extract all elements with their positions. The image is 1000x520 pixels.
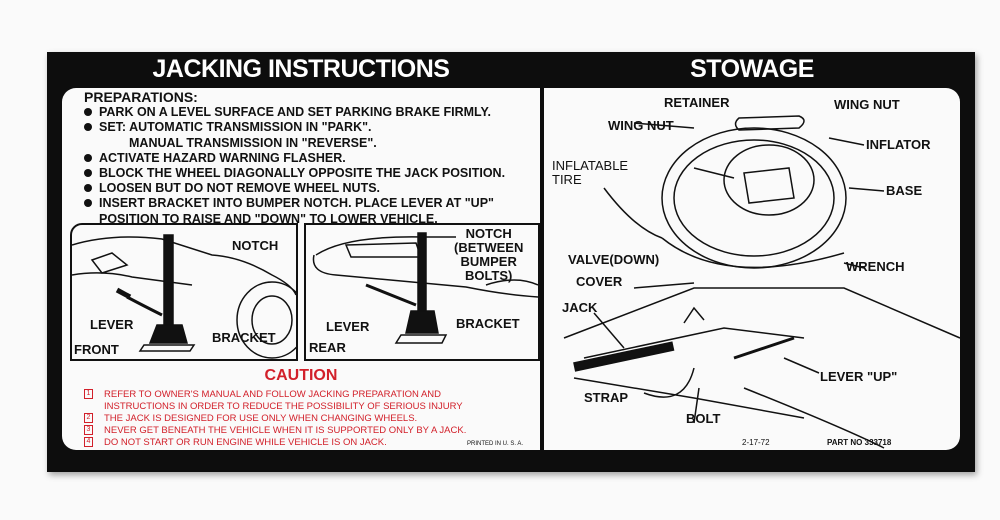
wing-nut-top-label: WING NUT <box>834 97 900 112</box>
jacking-panel: PREPARATIONS: PARK ON A LEVEL SURFACE AN… <box>62 88 540 450</box>
strap-label: STRAP <box>584 390 629 405</box>
wing-nut-label: WING NUT <box>608 118 674 133</box>
rear-car-illustration <box>312 232 538 344</box>
bracket-label: BRACKET <box>456 316 520 331</box>
step-continued: POSITION TO RAISE AND "DOWN" TO LOWER VE… <box>99 211 438 226</box>
preparations-heading: PREPARATIONS: <box>84 89 198 105</box>
inflatable-label: INFLATABLE <box>552 158 629 173</box>
wrench-label: WRENCH <box>846 259 905 274</box>
step: PARK ON A LEVEL SURFACE AND SET PARKING … <box>84 105 505 120</box>
printed-in-usa: PRINTED IN U. S. A. <box>467 441 524 447</box>
step: ACTIVATE HAZARD WARNING FLASHER. <box>84 151 505 166</box>
front-jacking-diagram: NOTCH LEVER BRACKET FRONT <box>70 223 298 361</box>
lever-label: LEVER <box>326 319 370 334</box>
valve-label: VALVE(DOWN) <box>568 252 660 267</box>
bullet-icon <box>84 184 92 193</box>
bullet-icon <box>84 153 92 162</box>
jacking-decal: JACKING INSTRUCTIONS STOWAGE PREPARATION… <box>47 52 975 472</box>
tire-label: TIRE <box>552 172 582 187</box>
rear-label: REAR <box>309 340 346 355</box>
retainer-label: RETAINER <box>664 95 730 110</box>
stowage-panel: RETAINER WING NUT WING NUT INFLATOR INFL… <box>544 88 960 450</box>
cover-label: COVER <box>576 274 623 289</box>
part-number: PART NO 333718 <box>827 438 892 447</box>
date-code: 2-17-72 <box>742 438 770 447</box>
bullet-icon <box>84 123 92 132</box>
bullet-icon <box>84 169 92 178</box>
base-label: BASE <box>886 183 923 198</box>
step: BLOCK THE WHEEL DIAGONALLY OPPOSITE THE … <box>84 166 505 181</box>
stowage-illustration <box>563 115 960 449</box>
jack-label: JACK <box>562 300 598 315</box>
bullet-icon <box>84 108 92 117</box>
jacking-title: JACKING INSTRUCTIONS <box>152 55 450 83</box>
bracket-label: BRACKET <box>212 330 276 345</box>
front-label: FRONT <box>74 342 119 357</box>
inflator-label: INFLATOR <box>866 137 931 152</box>
stowage-title: STOWAGE <box>690 55 814 83</box>
step: INSERT BRACKET INTO BUMPER NOTCH. PLACE … <box>84 196 505 211</box>
lever-up-label: LEVER "UP" <box>820 369 898 384</box>
rear-jacking-diagram: NOTCH (BETWEEN BUMPER BOLTS) LEVER BRACK… <box>304 223 540 361</box>
step-continued: MANUAL TRANSMISSION IN "REVERSE". <box>129 135 377 150</box>
front-car-illustration <box>72 234 296 359</box>
caution-title: CAUTION <box>264 367 338 384</box>
lever-label: LEVER <box>90 317 134 332</box>
notch-label: NOTCH <box>232 238 279 253</box>
notch-label: NOTCH (BETWEEN BUMPER BOLTS) <box>454 226 524 283</box>
step: LOOSEN BUT DO NOT REMOVE WHEEL NUTS. <box>84 181 505 196</box>
bullet-icon <box>84 199 92 208</box>
bolt-label: BOLT <box>686 411 721 426</box>
preparations: PREPARATIONS: PARK ON A LEVEL SURFACE AN… <box>84 89 505 227</box>
step: SET: AUTOMATIC TRANSMISSION IN "PARK". <box>84 120 505 135</box>
